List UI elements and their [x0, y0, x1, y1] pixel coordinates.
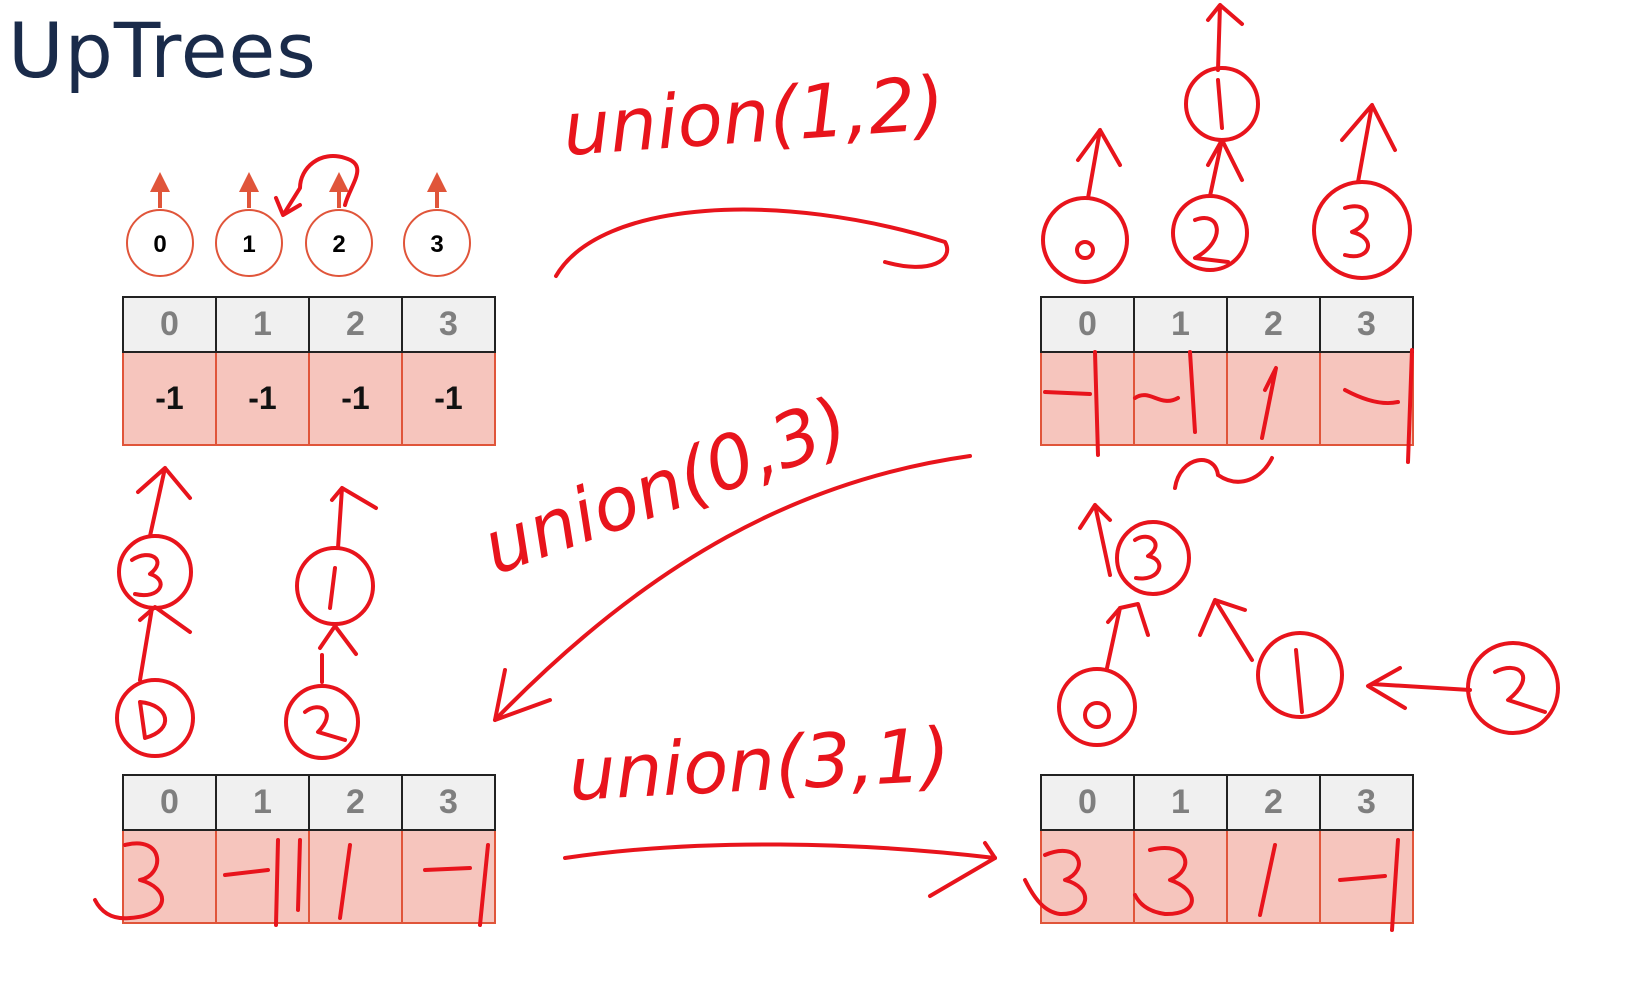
value-cell: -1	[401, 351, 496, 446]
bottom-left-ink-values	[93, 838, 490, 927]
svg-text:3: 3	[430, 231, 443, 258]
svg-text:0: 0	[153, 231, 166, 258]
index-cell: 1	[215, 774, 310, 831]
node-1: 1	[215, 172, 283, 277]
index-cell: 0	[1040, 774, 1135, 831]
value-cell	[215, 829, 310, 924]
page-title: UpTrees	[8, 6, 317, 95]
top-right-ink-values	[1043, 348, 1414, 490]
bottom-right-ink-values	[1023, 838, 1400, 932]
op-union-1-2: union(1,2)	[560, 61, 947, 173]
index-cell: 0	[122, 296, 217, 353]
index-cell: 0	[122, 774, 217, 831]
arrow-middle	[493, 454, 972, 722]
svg-text:1: 1	[242, 231, 255, 258]
arrow-top	[554, 207, 949, 278]
index-cell: 1	[215, 296, 310, 353]
value-cell: -1	[122, 351, 217, 446]
value-cell	[308, 829, 403, 924]
value-cell	[122, 829, 217, 924]
value-cell	[1040, 351, 1135, 446]
array-bottom-left: 0 1 2 3	[122, 774, 496, 924]
index-cell: 3	[401, 296, 496, 353]
index-cell: 2	[308, 774, 403, 831]
curved-arrow-2-to-1	[283, 154, 360, 214]
op-union-3-1: union(3,1)	[566, 712, 952, 818]
index-cell: 3	[1319, 774, 1414, 831]
index-cell: 2	[1226, 774, 1321, 831]
value-cell: -1	[215, 351, 310, 446]
array-top-right: 0 1 2 3	[1040, 296, 1414, 446]
index-cell: 1	[1133, 774, 1228, 831]
index-cell: 1	[1133, 296, 1228, 353]
value-cell: -1	[308, 351, 403, 446]
value-cell	[1226, 351, 1321, 446]
value-cell	[1040, 829, 1135, 924]
tree-bottom-left	[115, 466, 378, 760]
value-cell	[1133, 351, 1228, 446]
index-cell: 2	[1226, 296, 1321, 353]
index-cell: 3	[401, 774, 496, 831]
tree-top-right	[1041, 3, 1412, 284]
op-union-0-3: union(0,3)	[472, 380, 860, 591]
node-2: 2	[305, 172, 373, 277]
tree-bottom-right	[1057, 503, 1560, 747]
arrow-bottom	[563, 842, 997, 860]
node-3: 3	[403, 172, 471, 277]
svg-text:2: 2	[332, 231, 345, 258]
node-0: 0	[126, 172, 194, 277]
value-cell	[401, 829, 496, 924]
array-top-left: 0 1 2 3 -1 -1 -1 -1	[122, 296, 496, 446]
index-cell: 3	[1319, 296, 1414, 353]
index-cell: 0	[1040, 296, 1135, 353]
index-cell: 2	[308, 296, 403, 353]
